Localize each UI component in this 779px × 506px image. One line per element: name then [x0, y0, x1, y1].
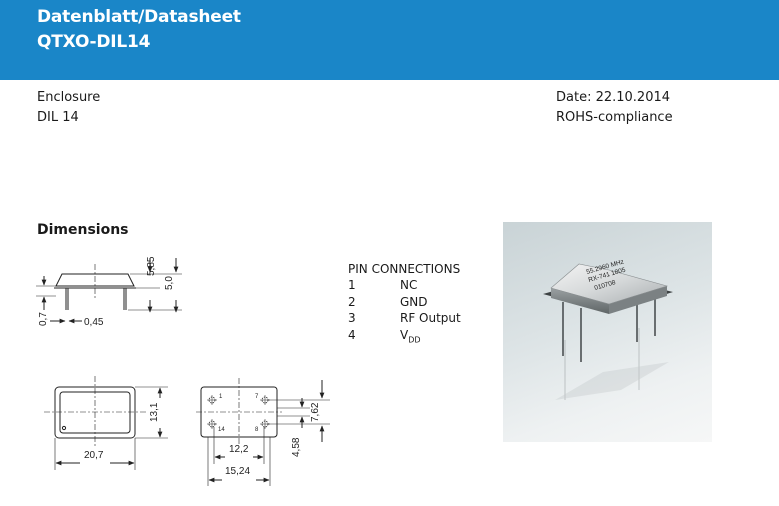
- pin-function: VDD: [400, 327, 421, 349]
- pin-function: NC: [400, 278, 418, 292]
- dim-label-body-length: 20,7: [84, 450, 104, 461]
- pin-row: 1 NC: [348, 277, 460, 294]
- pin-number: 1: [348, 278, 356, 292]
- dim-label-pin-row-spacing: 7,62: [310, 402, 321, 422]
- pin-number: 3: [348, 311, 356, 325]
- document-subtitle: QTXO-DIL14: [37, 32, 151, 52]
- pin-function: GND: [400, 294, 428, 309]
- pin-function-subscript: DD: [408, 334, 421, 344]
- product-photo: 55.2960 MHz RX-741 1805 010708: [503, 222, 712, 442]
- oscillator-illustration: 55.2960 MHz RX-741 1805 010708: [543, 259, 673, 400]
- pin-label-1: 1: [219, 394, 223, 400]
- pin-function-main: V: [400, 327, 409, 342]
- pin-number: 2: [348, 294, 356, 309]
- side-view-drawing: [36, 258, 182, 324]
- dim-label-height-total: 5,85: [146, 256, 157, 276]
- top-view-drawing: [44, 376, 168, 470]
- rohs-text: ROHS-compliance: [556, 110, 673, 125]
- dim-label-standoff: 0,7: [38, 312, 49, 326]
- header-banner: Datenblatt/Datasheet QTXO-DIL14: [0, 0, 779, 80]
- dimensions-title: Dimensions: [37, 222, 129, 238]
- dim-label-body-width: 13,1: [149, 402, 160, 422]
- dim-label-pin-offset: 4,58: [291, 437, 302, 457]
- pin-connections-table: PIN CONNECTIONS 1 NC 2 GND 3 RF Output 4…: [348, 261, 461, 344]
- date-info: Date: 22.10.2014 ROHS-compliance: [556, 88, 673, 128]
- pin-connections-title: PIN CONNECTIONS: [348, 262, 461, 276]
- enclosure-value: DIL 14: [37, 110, 79, 125]
- dim-label-body-height: 5,0: [164, 276, 175, 290]
- date-text: Date: 22.10.2014: [556, 90, 671, 105]
- dim-label-pin-width: 0,45: [84, 317, 104, 328]
- pin-label-7: 7: [255, 394, 259, 400]
- pin-row: 4 VDD: [348, 327, 460, 344]
- enclosure-info: Enclosure DIL 14: [37, 88, 100, 128]
- pin-label-8: 8: [255, 427, 259, 433]
- pin-view-drawing: [196, 378, 330, 486]
- pin-label-14: 14: [218, 427, 225, 433]
- enclosure-label: Enclosure: [37, 90, 101, 105]
- dim-label-pin-pitch: 12,2: [229, 444, 249, 455]
- pin-number: 4: [348, 327, 356, 342]
- pin-row: 2 GND: [348, 294, 460, 311]
- document-title: Datenblatt/Datasheet: [37, 7, 241, 27]
- dim-label-body-span: 15,24: [225, 466, 250, 477]
- pin-row: 3 RF Output: [348, 310, 461, 327]
- pin-function: RF Output: [400, 311, 461, 325]
